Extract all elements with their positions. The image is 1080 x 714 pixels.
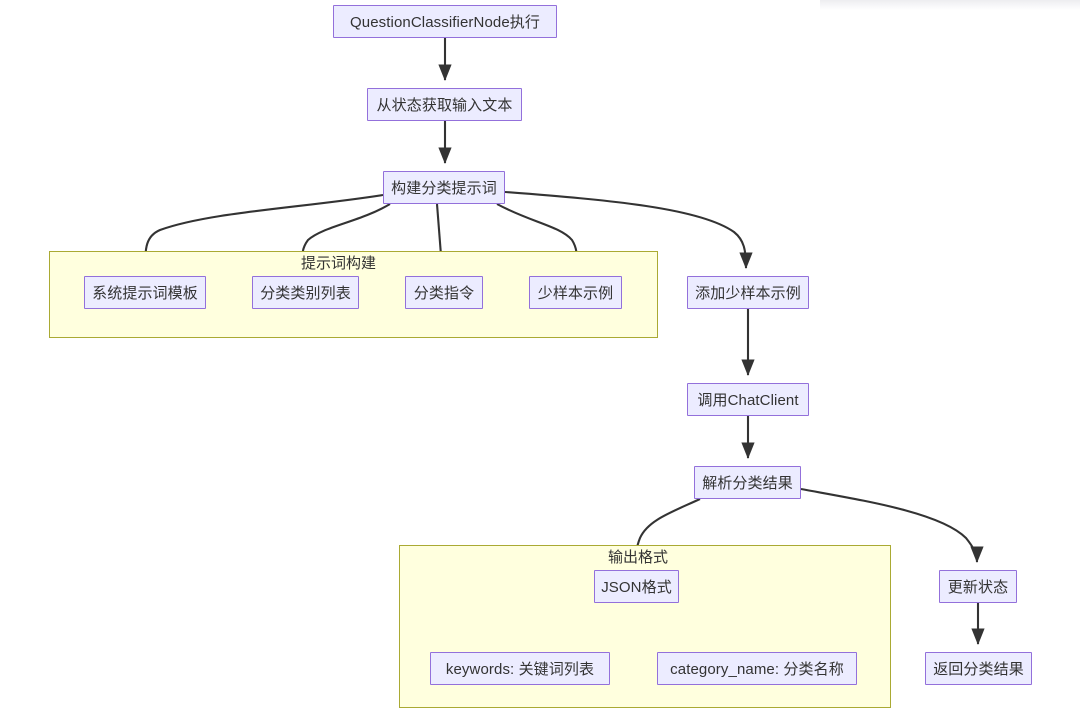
- node-parse-classification-result[interactable]: 解析分类结果: [694, 466, 801, 499]
- node-return-classification-result[interactable]: 返回分类结果: [925, 652, 1032, 685]
- node-question-classifier-entry[interactable]: QuestionClassifierNode执行: [333, 5, 557, 38]
- node-few-shot-examples[interactable]: 少样本示例: [529, 276, 622, 309]
- node-call-chat-client[interactable]: 调用ChatClient: [687, 383, 809, 416]
- node-get-input-text[interactable]: 从状态获取输入文本: [367, 88, 522, 121]
- subgraph-prompt-construction-label: 提示词构建: [301, 255, 377, 272]
- node-system-prompt-template[interactable]: 系统提示词模板: [84, 276, 206, 309]
- subgraph-output-format-label: 输出格式: [608, 549, 669, 566]
- node-update-state[interactable]: 更新状态: [939, 570, 1017, 603]
- node-json-format[interactable]: JSON格式: [594, 570, 679, 603]
- top-right-gradient-band: [820, 0, 1080, 10]
- node-classification-instruction[interactable]: 分类指令: [405, 276, 483, 309]
- node-add-few-shot-examples[interactable]: 添加少样本示例: [687, 276, 809, 309]
- node-category-name-field[interactable]: category_name: 分类名称: [657, 652, 857, 685]
- node-category-list[interactable]: 分类类别列表: [252, 276, 359, 309]
- node-build-classification-prompt[interactable]: 构建分类提示词: [383, 171, 505, 204]
- node-keywords-field[interactable]: keywords: 关键词列表: [430, 652, 610, 685]
